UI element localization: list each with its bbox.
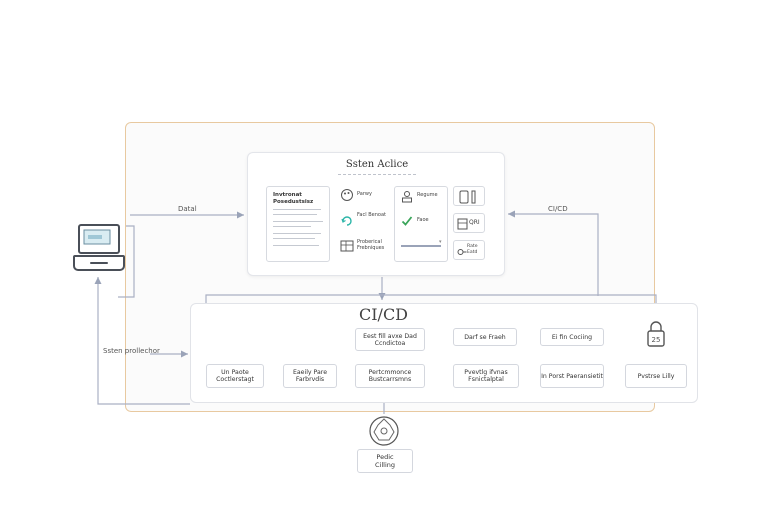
title-divider: [338, 174, 416, 175]
item-label-1: Regume: [417, 192, 438, 198]
database-icon: [457, 218, 468, 230]
bottom-node: Pedic Cilling: [357, 449, 413, 473]
cicd-top-stage-0: Eest fill avxe Dad Ccndictoa: [355, 328, 425, 351]
lock-label: 25: [652, 336, 661, 344]
label-datal: Datal: [178, 205, 197, 213]
bottom-label-2: Cilling: [374, 461, 395, 469]
doc-title-1: Invtronat: [273, 192, 302, 198]
item-label-4: Proberical Frebniques: [357, 239, 385, 251]
label-cicd-right: CI/CD: [548, 205, 568, 213]
key-icon: [457, 249, 467, 255]
pipeline-stage-4: In Porst Paeransietit: [540, 364, 604, 388]
cicd-top-stage-1: Darf se Fraeh: [453, 328, 517, 346]
check-icon: [401, 216, 413, 226]
bottom-label-1: Pedic: [376, 453, 394, 461]
lock-icon: 25: [647, 321, 665, 347]
side-panel-item-2: Rate Eatd: [453, 240, 485, 260]
side-label-2: Rate Eatd: [467, 244, 478, 255]
pipeline-stage-5: Pvstrse Lilly: [625, 364, 687, 388]
label-ssten-prollechor: Ssten prollechor: [103, 347, 160, 355]
item-panel-right: Regume Faoe ▾: [394, 186, 448, 262]
side-panel-item-1: QRI: [453, 213, 485, 233]
gear-icon: [369, 416, 399, 446]
cicd-top-stage-2: Ei fin Cociing: [540, 328, 604, 346]
laptop-icon: [78, 224, 120, 254]
item-label-3: Faoe: [417, 217, 429, 223]
sync-icon: [341, 216, 352, 226]
side-panel: QRI Rate Eatd: [453, 186, 489, 262]
side-label-1: QRI: [469, 219, 480, 226]
item-column-left: Parwy Facl Benoat Proberical Frebniques: [340, 188, 392, 256]
document-panel: Invtronat Posedustsisz: [266, 186, 330, 262]
pipeline-stage-1: Eaeily Pare Farbrvdis: [283, 364, 337, 388]
pipeline-stage-3: Pvevtlg ifvnas Fsnictalptal: [453, 364, 519, 388]
item-label-2: Facl Benoat: [357, 212, 386, 218]
cicd-title: CI/CD: [358, 305, 409, 324]
architecture-title: Ssten Aclice: [345, 159, 409, 170]
phone-icon: [459, 190, 476, 204]
laptop-base: [73, 255, 125, 271]
doc-title-2: Posedustsisz: [273, 199, 314, 205]
side-panel-item-0: [453, 186, 485, 206]
architecture-card: Ssten Aclice Invtronat Posedustsisz Parw…: [247, 152, 505, 276]
pipeline-stage-0: Un Paote Coctlerstagt: [206, 364, 264, 388]
grid-icon: [340, 240, 354, 252]
palette-icon: [341, 189, 353, 201]
pipeline-stage-2: Pertcmmonce Bustcarrsmns: [355, 364, 425, 388]
dropdown-marker: ▾: [439, 239, 442, 245]
user-badge-icon: [402, 191, 412, 203]
cicd-card: CI/CD Eest fill avxe Dad Ccndictoa Darf …: [190, 303, 698, 403]
item-label-0: Parwy: [357, 191, 372, 197]
